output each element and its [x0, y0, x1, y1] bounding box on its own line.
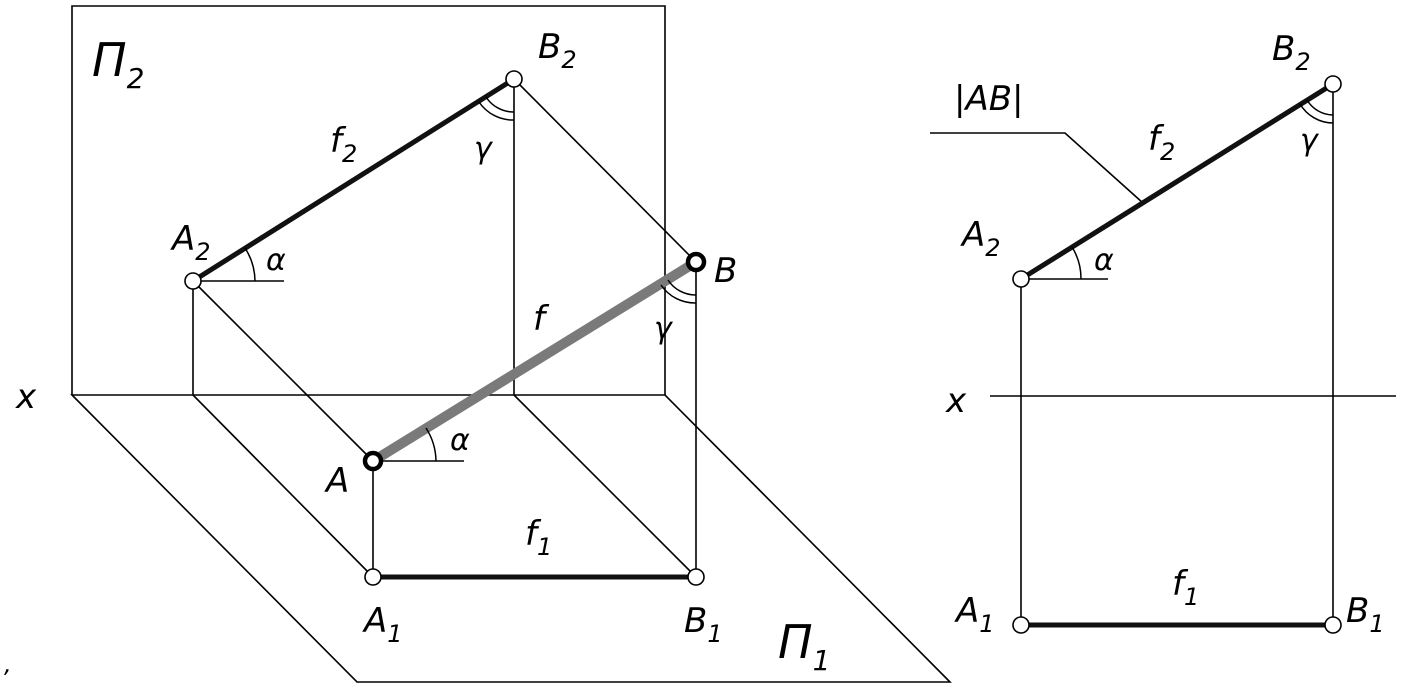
label-plane-p1: Π1 — [778, 615, 830, 677]
label-gamma-front: γ — [474, 131, 494, 166]
projector-axis-a1 — [192, 394, 374, 578]
epure-point-b2 — [1324, 75, 1342, 93]
label-b-spatial: B — [714, 251, 737, 291]
label-alpha-epure: α — [1094, 243, 1114, 278]
horizontal-plane-outline — [70, 394, 952, 683]
frontal-plane-outline — [71, 5, 666, 395]
label-gamma-space: γ — [654, 311, 674, 346]
label-alpha-front: α — [266, 243, 286, 278]
label-f2-spatial: f2 — [330, 121, 357, 168]
gamma-arc-front-1 — [485, 96, 515, 113]
gamma-arc-space-1 — [667, 279, 697, 296]
epure-gamma-arc-1 — [1306, 99, 1334, 116]
epure-alpha-arc — [1071, 246, 1082, 280]
projector-axis-b1 — [513, 394, 697, 578]
label-a1-epure: A1 — [954, 591, 995, 638]
gamma-arc-front-2 — [478, 101, 515, 121]
label-f1-epure: f1 — [1172, 564, 1199, 611]
epure-point-a1 — [1012, 616, 1030, 634]
label-b1-epure: B1 — [1346, 591, 1385, 638]
label-alpha-space: α — [450, 423, 470, 458]
point-a2 — [184, 272, 202, 290]
gamma-arc-space-2 — [660, 284, 697, 304]
label-b1-spatial: B1 — [684, 601, 723, 648]
label-f2-epure: f2 — [1148, 119, 1175, 166]
label-f-spatial: f — [533, 299, 550, 339]
epure-ab-leader — [930, 132, 1144, 204]
epure-view: x |AB| A2 B2 A1 B1 — [930, 29, 1396, 638]
label-f1-spatial: f1 — [525, 514, 552, 561]
alpha-arc-space — [425, 427, 437, 462]
epure-gamma-arc-2 — [1299, 103, 1334, 124]
label-b2-spatial: B2 — [538, 27, 577, 74]
label-a-spatial: A — [324, 461, 349, 501]
projector-b2-b — [513, 78, 697, 263]
segment-f2 — [191, 76, 516, 284]
point-b — [685, 251, 707, 273]
label-a2-epure: A2 — [960, 215, 1001, 262]
segment-f — [370, 257, 699, 466]
label-gamma-epure: γ — [1300, 123, 1320, 158]
label-b2-epure: B2 — [1272, 29, 1311, 76]
epure-segment-f2 — [1019, 81, 1335, 282]
point-a1 — [364, 568, 382, 586]
label-axis-x-spatial: x — [15, 377, 37, 417]
label-a1-spatial: A1 — [362, 601, 403, 648]
spatial-view: Π2 Π1 x A2 B2 A B A1 B1 f2 f f1 α α — [4, 5, 952, 683]
projector-a2-a — [192, 280, 374, 462]
label-axis-x-epure: x — [945, 381, 967, 421]
point-b2 — [505, 70, 523, 88]
label-plane-p2: Π2 — [92, 33, 144, 95]
epure-point-b1 — [1324, 616, 1342, 634]
stray-comma: , — [4, 650, 12, 678]
alpha-arc-front — [244, 247, 256, 282]
epure-point-a2 — [1012, 270, 1030, 288]
label-a2-spatial: A2 — [170, 219, 211, 266]
label-ab-true-length: |AB| — [954, 79, 1024, 119]
point-b1 — [687, 568, 705, 586]
point-a — [362, 450, 384, 472]
